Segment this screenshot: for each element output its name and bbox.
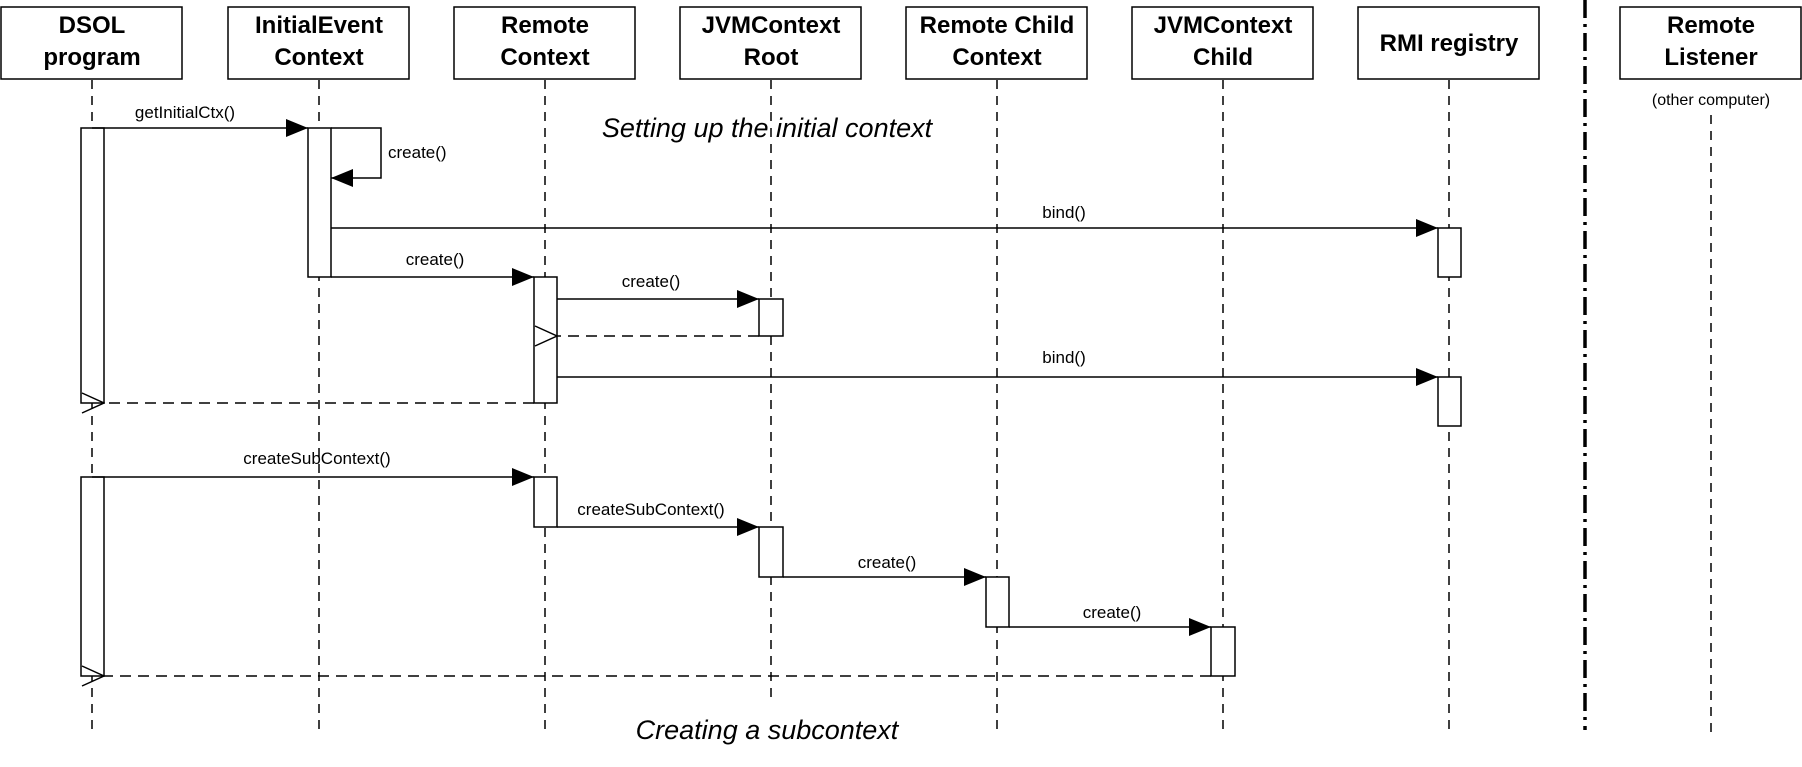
participant-title-line2: Child	[1193, 44, 1253, 71]
participant-title-line1: Remote Child	[920, 12, 1075, 39]
message-create-sub-context-root: createSubContext()	[557, 500, 759, 536]
activation-remote-context-2	[533, 476, 558, 528]
activation-remote-context-1	[533, 276, 558, 404]
section-caption-setup: Setting up the initial context	[602, 113, 934, 143]
activation-dsol-1	[80, 127, 105, 404]
activation-initial-event-context	[307, 127, 332, 278]
participant-jvm-context-root: JVMContext Root	[679, 6, 862, 80]
participant-title-line1: JVMContext	[702, 12, 841, 39]
participant-title-line2: Listener	[1664, 44, 1757, 71]
participant-remote-context: Remote Context	[453, 6, 636, 80]
activation-rmi-registry-1	[1437, 227, 1462, 278]
participant-title-line1: InitialEvent	[255, 12, 383, 39]
participant-box	[0, 6, 183, 80]
message-arrow	[331, 127, 382, 187]
message-get-initial-ctx: getInitialCtx()	[92, 103, 308, 137]
participant-title-line1: JVMContext	[1154, 12, 1293, 39]
participant-box	[1131, 6, 1314, 80]
participant-title-line2: Context	[952, 44, 1041, 71]
section-caption-subcontext: Creating a subcontext	[636, 715, 900, 745]
activation-jvm-context-root-2	[758, 526, 784, 578]
message-label: bind()	[1042, 348, 1085, 367]
message-create-jvm-context-root: create()	[557, 272, 759, 308]
activation-rmi-registry-2	[1437, 376, 1462, 427]
activation-jvm-context-child	[1210, 626, 1236, 677]
participant-box	[1357, 6, 1540, 80]
participant-note: (other computer)	[1652, 92, 1770, 109]
activation-dsol-2	[80, 476, 105, 677]
participant-box	[1619, 6, 1802, 80]
participant-title: RMI registry	[1380, 30, 1519, 57]
participant-dsol: DSOL program	[0, 6, 183, 80]
message-bind-1: bind()	[331, 203, 1438, 237]
participant-box	[227, 6, 410, 80]
message-create-remote-child-context: create()	[783, 553, 986, 586]
participant-initial-event-context: InitialEvent Context	[227, 6, 410, 80]
participant-title-line2: Context	[274, 44, 363, 71]
message-label: create()	[858, 553, 917, 572]
message-label: create()	[406, 250, 465, 269]
message-create-sub-context: createSubContext()	[92, 449, 534, 486]
participant-box	[679, 6, 862, 80]
message-label: bind()	[1042, 203, 1085, 222]
message-create-jvm-context-child: create()	[1009, 603, 1211, 636]
participant-remote-listener: Remote Listener (other computer)	[1619, 6, 1802, 109]
message-label: createSubContext()	[577, 500, 724, 519]
participant-title-line2: program	[43, 44, 140, 71]
participant-rmi-registry: RMI registry	[1357, 6, 1540, 80]
participant-title-line2: Root	[744, 44, 799, 71]
participant-title-line1: Remote	[501, 12, 589, 39]
message-bind-2: bind()	[557, 348, 1438, 386]
message-label: create()	[1083, 603, 1142, 622]
message-label: getInitialCtx()	[135, 103, 235, 122]
message-create-remote-context: create()	[331, 250, 534, 286]
participant-title-line1: DSOL	[59, 12, 126, 39]
message-label: createSubContext()	[243, 449, 390, 468]
participant-remote-child-context: Remote Child Context	[905, 6, 1088, 80]
message-label: create()	[622, 272, 681, 291]
participant-box	[453, 6, 636, 80]
participant-title-line2: Context	[500, 44, 589, 71]
activation-jvm-context-root-1	[758, 298, 784, 337]
message-self-create: create()	[331, 127, 447, 187]
activation-remote-child-context	[985, 576, 1010, 628]
participant-jvm-context-child: JVMContext Child	[1131, 6, 1314, 80]
participant-box	[905, 6, 1088, 80]
message-label: create()	[388, 143, 447, 162]
participant-title-line1: Remote	[1667, 12, 1755, 39]
